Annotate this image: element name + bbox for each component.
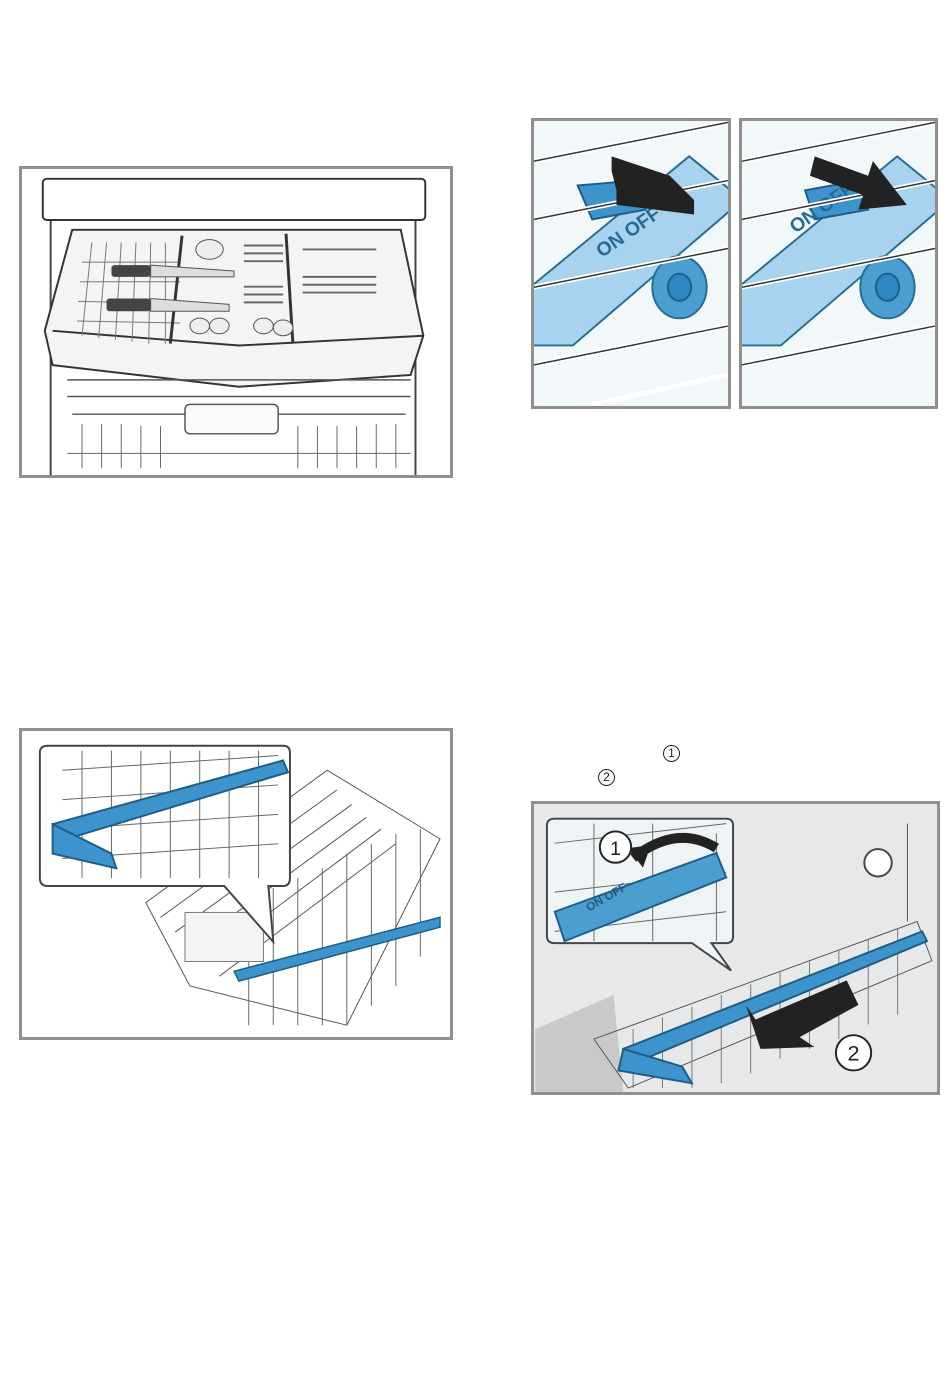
upper-rack-illustration bbox=[22, 731, 450, 1037]
figure-switch-on: ON OFF bbox=[531, 118, 731, 409]
figure-upper-rack-spray-arm bbox=[19, 728, 453, 1040]
spray-arm-removal-illustration: 2 ON OFF 1 bbox=[534, 804, 937, 1092]
on-off-switch-illustration: ON OFF bbox=[742, 121, 935, 406]
callout-1: 1 bbox=[610, 838, 621, 860]
figure-spray-arm-removal: 2 ON OFF 1 bbox=[531, 801, 940, 1095]
step-marker-2: 2 bbox=[598, 769, 615, 786]
step-marker-1: 1 bbox=[663, 745, 680, 762]
callout-2: 2 bbox=[848, 1041, 860, 1066]
dishwasher-drawer-illustration bbox=[22, 169, 450, 475]
figure-switch-off: ON OFF bbox=[739, 118, 938, 409]
on-off-switch-illustration: ON OFF bbox=[534, 121, 728, 406]
figure-cutlery-drawer bbox=[19, 166, 453, 478]
